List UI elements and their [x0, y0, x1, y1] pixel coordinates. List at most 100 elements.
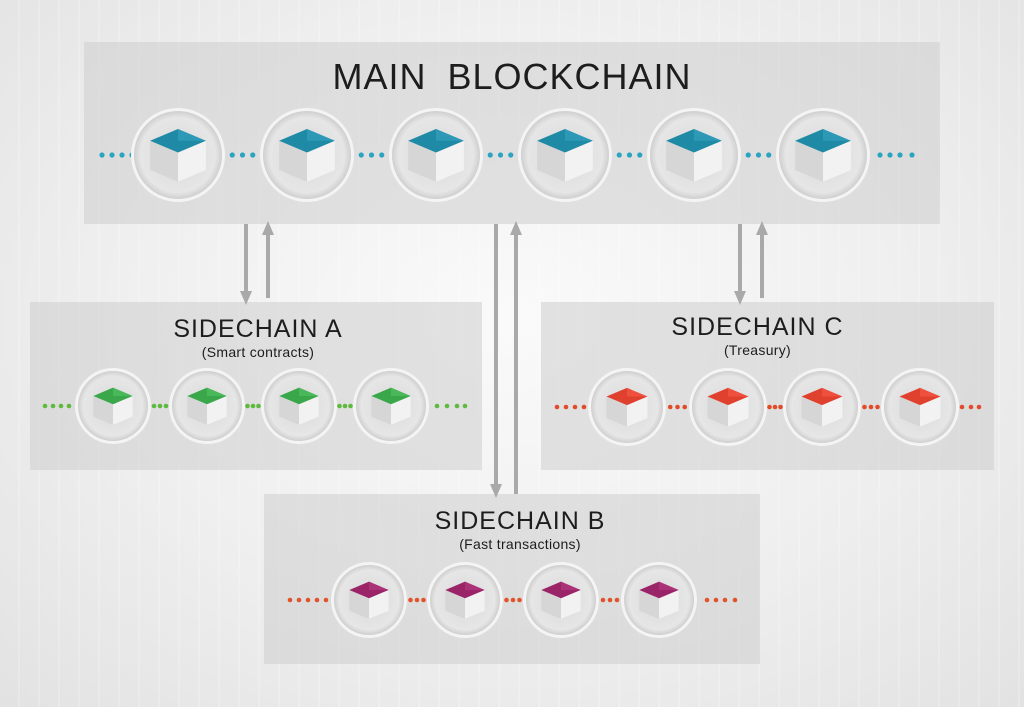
chain-dot	[682, 404, 688, 410]
block-cube-icon	[371, 387, 411, 425]
cube-top-highlight	[299, 387, 319, 396]
cube-right-face	[113, 395, 133, 425]
chain-dot	[607, 597, 613, 603]
chain-dot	[875, 404, 880, 410]
cube-right-face	[561, 589, 581, 619]
sidechain-b-subtitle: (Fast transactions)	[459, 536, 581, 552]
cube-right-face	[299, 395, 319, 425]
chain-dot	[637, 152, 643, 158]
chain-dot	[414, 597, 420, 603]
chain-dot	[563, 404, 569, 410]
chain-dot	[877, 152, 883, 158]
block	[783, 368, 861, 446]
chain-dot	[379, 152, 385, 158]
cube-left-face	[537, 140, 565, 182]
chain-dot	[959, 404, 965, 410]
block-cube-icon	[349, 581, 389, 619]
cube-right-face	[207, 395, 227, 425]
main-chain	[99, 108, 915, 202]
chain-dot	[732, 597, 738, 603]
sidechain-a-title: SIDECHAIN A	[173, 315, 343, 343]
chain-dot	[239, 152, 246, 158]
cube-top-highlight	[565, 129, 593, 141]
chain-dot	[722, 597, 728, 603]
chain-dot	[862, 404, 867, 410]
block-cube-icon	[93, 387, 133, 425]
block	[881, 368, 959, 446]
block	[260, 108, 354, 202]
chain-dot	[358, 152, 364, 158]
cube-right-face	[659, 589, 679, 619]
cube-left-face	[666, 140, 694, 182]
cube-left-face	[639, 589, 659, 619]
cube-right-face	[307, 140, 335, 182]
chain-dot	[250, 152, 256, 158]
cube-top-highlight	[659, 581, 679, 590]
chain-dot	[421, 597, 426, 603]
sidechain-a	[42, 368, 468, 444]
block	[389, 108, 483, 202]
cube-top-highlight	[178, 129, 206, 141]
sidechain-b	[287, 562, 738, 638]
chain-dot	[600, 597, 606, 603]
block-cube-icon	[707, 387, 749, 427]
chain-dot	[454, 403, 460, 409]
chain-dot	[296, 597, 302, 603]
cube-top-highlight	[728, 387, 749, 397]
chain-dot	[109, 152, 115, 158]
block	[588, 368, 666, 446]
chain-dot	[256, 403, 261, 409]
chain-dot	[434, 403, 440, 409]
cube-top-highlight	[694, 129, 722, 141]
block-cube-icon	[445, 581, 485, 619]
chain-dot	[897, 152, 903, 158]
chain-dot	[348, 403, 353, 409]
cube-left-face	[795, 140, 823, 182]
chains	[42, 108, 982, 638]
chain-dot	[909, 152, 915, 158]
block	[689, 368, 767, 446]
block-cube-icon	[279, 387, 319, 425]
cube-left-face	[279, 395, 299, 425]
cube-top-highlight	[627, 387, 648, 397]
chain-dot	[42, 403, 48, 409]
chain-dot	[755, 152, 762, 158]
chain-dot	[713, 597, 719, 603]
chain-dot	[119, 152, 125, 158]
cube-right-face	[391, 395, 411, 425]
cube-left-face	[371, 395, 391, 425]
cube-right-face	[920, 396, 941, 427]
cube-top-highlight	[920, 387, 941, 397]
block	[131, 108, 225, 202]
chain-dot	[767, 404, 772, 410]
block	[523, 562, 599, 638]
block-cube-icon	[795, 129, 851, 182]
chain-dot	[510, 597, 516, 603]
main-blockchain-title: MAIN BLOCKCHAIN	[332, 56, 692, 97]
chain-dot	[766, 152, 772, 158]
sidechain-c-subtitle: (Treasury)	[723, 342, 792, 358]
block	[427, 562, 503, 638]
chain-dot	[976, 404, 982, 410]
chain-dot	[99, 152, 105, 158]
chain-dot	[517, 597, 522, 603]
cube-right-face	[728, 396, 749, 427]
chain-dot	[337, 403, 342, 409]
block	[331, 562, 407, 638]
cube-top-highlight	[561, 581, 581, 590]
cube-right-face	[627, 396, 648, 427]
sidechain-a-subtitle: (Smart contracts)	[201, 344, 315, 360]
chain-dot	[305, 597, 311, 603]
chain-dot	[314, 597, 320, 603]
chain-dot	[157, 403, 163, 409]
cube-right-face	[565, 140, 593, 182]
cube-top-highlight	[369, 581, 389, 590]
cube-top-highlight	[113, 387, 133, 396]
chain-dot	[572, 404, 578, 410]
cube-top-highlight	[207, 387, 227, 396]
chain-dot	[508, 152, 514, 158]
chain-dot	[504, 597, 509, 603]
cube-top-highlight	[465, 581, 485, 590]
block	[75, 368, 151, 444]
chain-dot	[487, 152, 493, 158]
